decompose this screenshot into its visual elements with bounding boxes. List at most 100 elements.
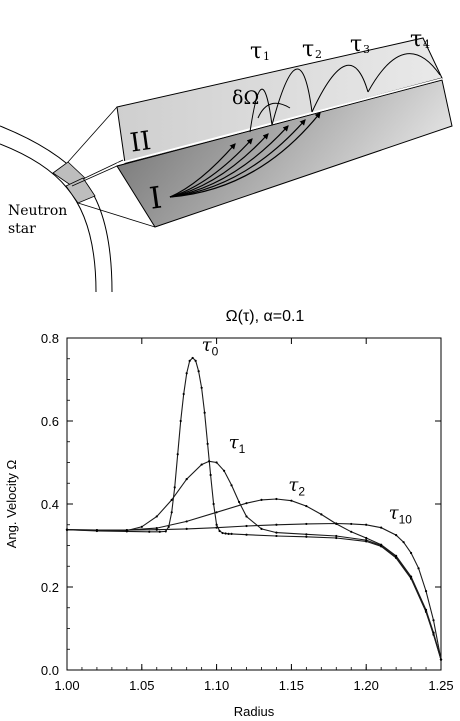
x-axis-label: Radius (234, 704, 275, 719)
tau-1-label: τ 1 (250, 39, 270, 64)
svg-text:4: 4 (423, 38, 430, 51)
data-point (290, 499, 293, 502)
data-point (209, 473, 212, 477)
data-point (185, 527, 188, 531)
data-point (275, 497, 278, 501)
data-point (230, 484, 233, 487)
svg-text:τ: τ (410, 27, 422, 52)
data-point (218, 529, 221, 533)
data-point (155, 526, 158, 530)
x-tick-label: 1.00 (54, 678, 79, 693)
field-line-arrows (169, 112, 321, 198)
svg-text:τ: τ (202, 334, 213, 355)
y-tick-label: 0.6 (41, 414, 59, 429)
series-layer (65, 356, 443, 661)
data-point (170, 511, 173, 514)
svg-text:2: 2 (315, 48, 322, 61)
data-point (275, 534, 278, 538)
data-point (221, 531, 224, 535)
data-point (215, 461, 218, 464)
svg-text:τ: τ (288, 475, 299, 496)
arrow (169, 138, 253, 198)
delta-omega-curve (257, 102, 291, 119)
data-point (380, 543, 383, 546)
data-point (402, 541, 405, 544)
series-line-τ1 (66, 460, 442, 660)
data-point (176, 453, 179, 456)
data-point (197, 370, 200, 373)
series-line-τ10 (66, 522, 442, 660)
data-point (335, 522, 338, 525)
svg-text:τ: τ (229, 432, 240, 453)
y-tick-label: 0.8 (41, 331, 59, 346)
data-point (380, 526, 383, 529)
data-point (335, 534, 338, 538)
data-point (185, 478, 188, 481)
data-point (245, 524, 248, 528)
series-line-τ0 (66, 357, 442, 660)
data-point (424, 590, 428, 593)
data-point (432, 631, 435, 634)
data-point (365, 523, 368, 526)
box-divider (116, 78, 443, 165)
surface-patch-lower (65, 177, 96, 204)
data-point (170, 498, 173, 501)
svg-text:τ: τ (302, 37, 314, 62)
neutron-star-surface-outer (2, 128, 112, 292)
data-point (125, 529, 128, 532)
neutron-star-label-line1: Neutron (8, 203, 67, 219)
data-point (208, 460, 211, 463)
data-point (203, 411, 206, 414)
data-point (395, 554, 398, 557)
y-tick-label: 0.4 (41, 497, 59, 512)
arrow (169, 112, 321, 198)
data-point (350, 522, 353, 526)
data-point (409, 575, 413, 578)
svg-text:3: 3 (363, 43, 370, 56)
data-point (212, 502, 215, 506)
svg-text:10: 10 (399, 513, 413, 527)
data-point (185, 372, 188, 375)
svg-text:τ: τ (389, 503, 400, 524)
data-point (409, 551, 413, 555)
x-tick-label: 1.15 (279, 678, 304, 693)
data-point (260, 527, 263, 531)
svg-text:2: 2 (298, 485, 305, 499)
x-tick-label: 1.05 (129, 678, 154, 693)
data-point (439, 658, 443, 661)
data-point (237, 500, 241, 504)
y-tick-label: 0.2 (41, 580, 59, 595)
projection-line (71, 165, 118, 187)
data-point (245, 515, 248, 518)
svg-text:1: 1 (239, 442, 246, 456)
data-point (188, 359, 191, 362)
data-point (164, 530, 167, 533)
data-point (432, 619, 435, 622)
data-point (191, 356, 194, 360)
data-point (182, 392, 185, 396)
data-point (230, 532, 233, 535)
data-point (424, 608, 428, 611)
data-point (320, 513, 323, 516)
tau-3-label: τ 3 (350, 32, 370, 57)
data-point (206, 442, 209, 445)
data-point (227, 532, 230, 535)
data-point (305, 522, 308, 526)
data-point (194, 359, 197, 362)
projection-line (77, 202, 156, 228)
data-point (215, 523, 218, 526)
data-point (179, 419, 182, 423)
data-point (158, 530, 161, 533)
data-point (305, 533, 308, 536)
arrow (169, 119, 306, 198)
projection-line (67, 106, 118, 163)
y-axis-label: Ang. Velocity Ω (4, 459, 19, 548)
